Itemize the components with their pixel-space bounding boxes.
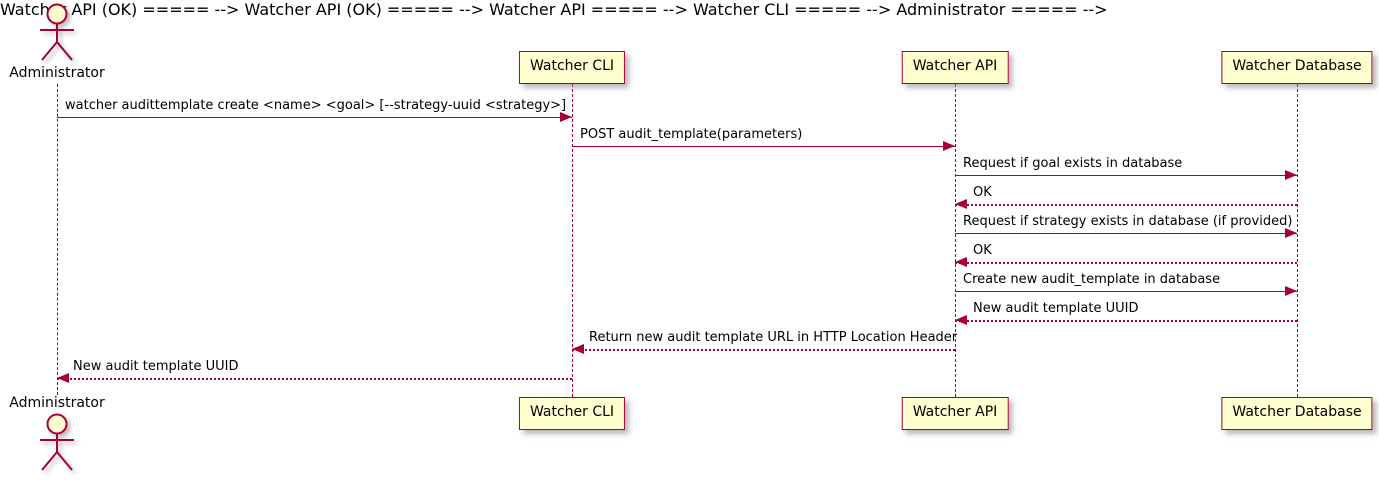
- lifeline-watcher-cli: [572, 84, 573, 397]
- participant-watcher-api-top: Watcher API: [901, 51, 1009, 84]
- message-6-arrowhead-icon: [955, 257, 967, 267]
- participant-watcher-cli-top: Watcher CLI: [518, 51, 626, 84]
- message-3-label: Request if goal exists in database: [963, 156, 1183, 171]
- participant-watcher-database-bottom: Watcher Database: [1221, 397, 1373, 430]
- administrator-actor-icon-bottom: [40, 413, 74, 471]
- message-9-arrowhead-icon: [572, 344, 584, 354]
- message-7-label: Create new audit_template in database: [963, 272, 1221, 287]
- participant-watcher-cli-bottom: Watcher CLI: [518, 397, 626, 430]
- message-9-line: [572, 349, 955, 351]
- participant-watcher-api-bottom: Watcher API: [901, 397, 1009, 430]
- message-3-arrowhead-icon: [1285, 170, 1297, 180]
- message-5-line: [955, 233, 1297, 234]
- actor-label-administrator-top: Administrator: [9, 65, 105, 81]
- message-2-line: [572, 146, 955, 147]
- lifeline-watcher-api: [955, 84, 956, 397]
- message-8-arrowhead-icon: [955, 315, 967, 325]
- message-3-line: [955, 175, 1297, 176]
- message-5-arrowhead-icon: [1285, 228, 1297, 238]
- lifeline-watcher-database: [1297, 84, 1298, 397]
- message-6-line: [955, 262, 1297, 264]
- message-8-line: [955, 320, 1297, 322]
- message-10-label: New audit template UUID: [73, 359, 239, 374]
- message-4-arrowhead-icon: [955, 199, 967, 209]
- message-9-label: Return new audit template URL in HTTP Lo…: [589, 330, 958, 345]
- message-1-arrowhead-icon: [560, 112, 572, 122]
- message-5-label: Request if strategy exists in database (…: [963, 214, 1293, 229]
- actor-label-administrator-bottom: Administrator: [9, 395, 105, 411]
- message-6-label: OK: [973, 243, 992, 258]
- message-2-label: POST audit_template(parameters): [580, 127, 803, 142]
- message-10-arrowhead-icon: [57, 373, 69, 383]
- message-7-arrowhead-icon: [1285, 286, 1297, 296]
- message-1-label: watcher audittemplate create <name> <goa…: [65, 98, 567, 113]
- lifeline-administrator: [57, 84, 58, 395]
- message-4-line: [955, 204, 1297, 206]
- message-8-label: New audit template UUID: [973, 301, 1139, 316]
- message-7-line: [955, 291, 1297, 292]
- message-1-line: [57, 117, 572, 118]
- administrator-actor-icon: [40, 3, 74, 61]
- message-10-line: [57, 378, 572, 380]
- message-2-arrowhead-icon: [943, 141, 955, 151]
- message-4-label: OK: [973, 185, 992, 200]
- participant-watcher-database-top: Watcher Database: [1221, 51, 1373, 84]
